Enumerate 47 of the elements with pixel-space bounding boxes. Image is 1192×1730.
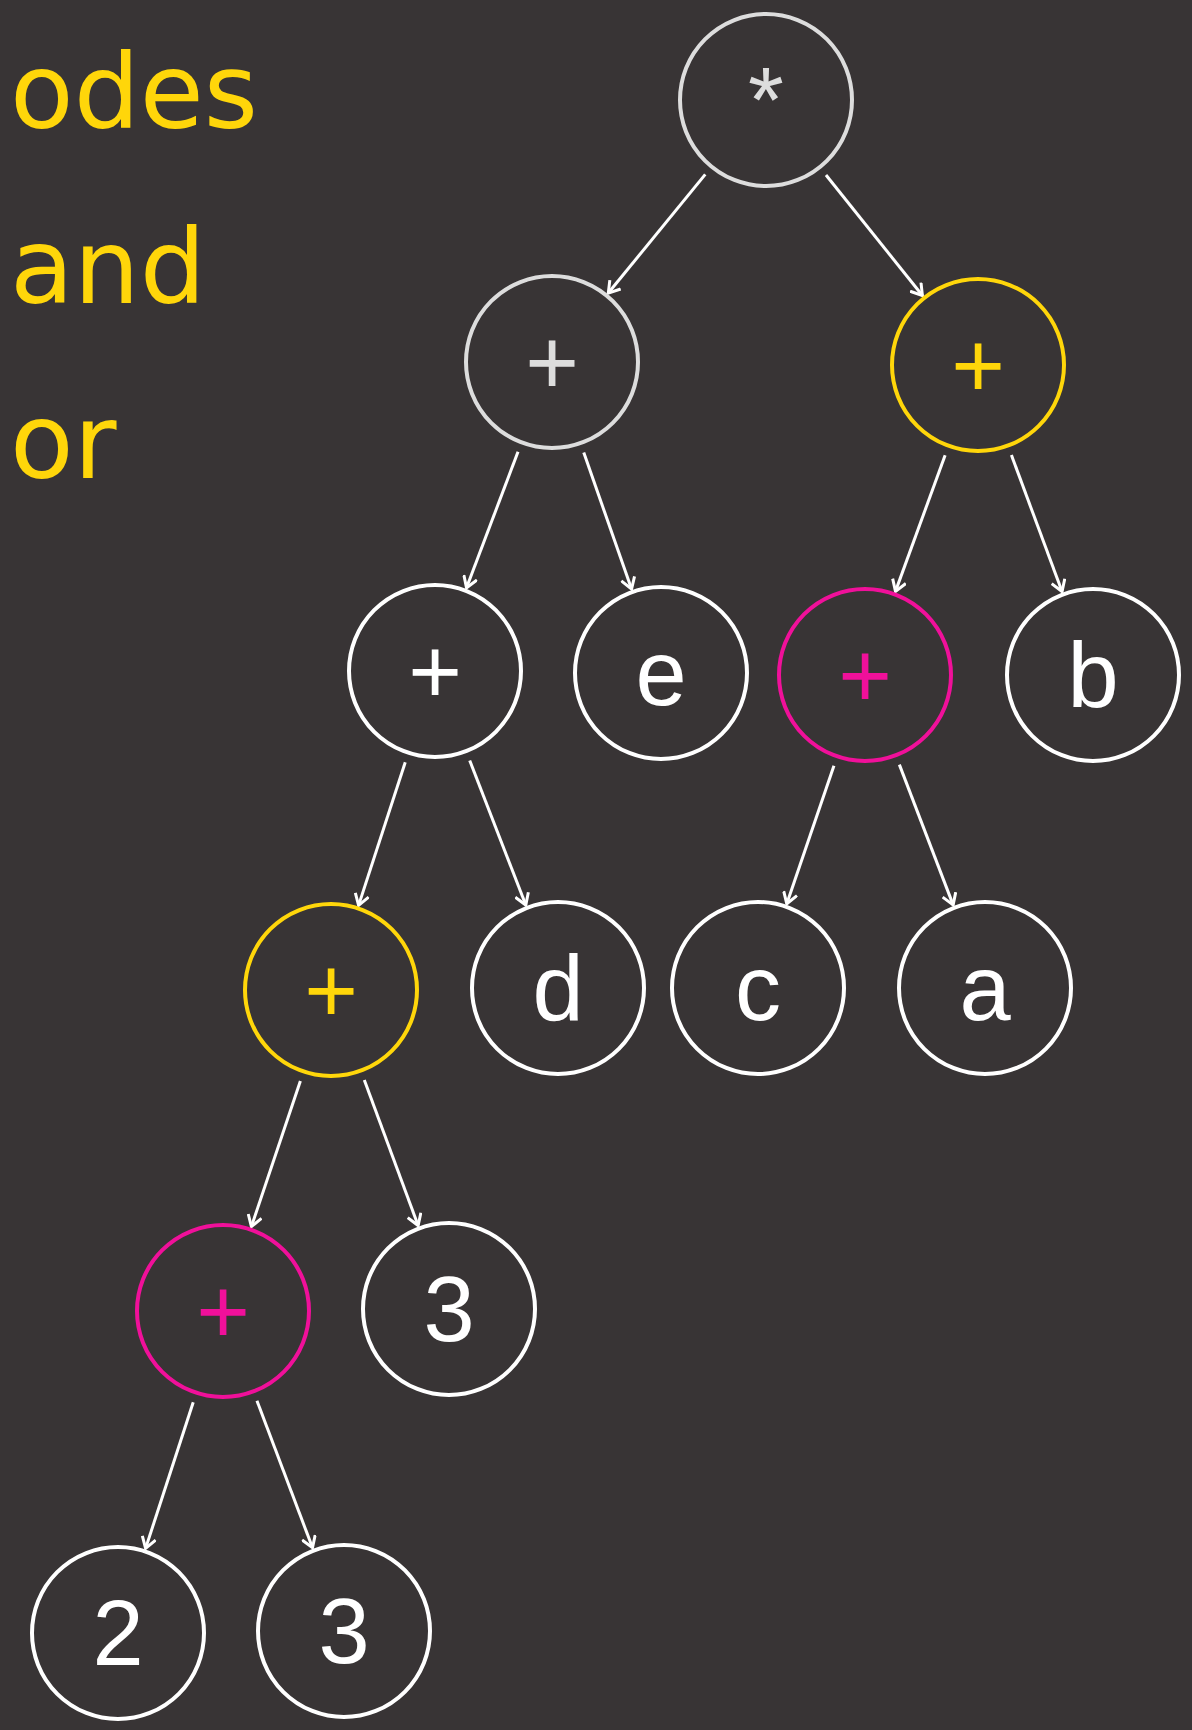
tree-node	[573, 585, 749, 761]
arrow	[362, 1079, 423, 1228]
arrow	[255, 1400, 317, 1550]
node-label: +	[196, 1265, 250, 1357]
tree-node	[30, 1545, 206, 1721]
tree-node	[464, 274, 640, 450]
arrow	[897, 764, 958, 907]
heading-text: or	[10, 380, 117, 505]
node-label: c	[735, 942, 781, 1034]
arrow	[353, 761, 407, 907]
heading-text: odes	[10, 30, 258, 155]
tree-node	[470, 900, 646, 1076]
node-label: *	[748, 54, 784, 146]
tree-node	[135, 1223, 311, 1399]
node-label: d	[532, 942, 584, 1034]
node-label: e	[635, 627, 687, 719]
arrow	[782, 765, 836, 906]
node-label: 3	[318, 1585, 370, 1677]
node-label: +	[951, 319, 1005, 411]
arrow	[891, 454, 947, 593]
arrow	[468, 759, 530, 907]
tree-node	[678, 12, 854, 188]
heading-text: and	[10, 205, 206, 330]
node-label: b	[1067, 629, 1119, 721]
tree-node	[243, 902, 419, 1078]
tree-node	[777, 587, 953, 763]
node-label: +	[304, 944, 358, 1036]
node-label: a	[959, 942, 1011, 1034]
node-label: 2	[92, 1587, 144, 1679]
arrow	[462, 451, 520, 590]
arrow	[140, 1401, 195, 1550]
arrow	[246, 1080, 302, 1229]
tree-node	[1005, 587, 1181, 763]
arrow	[582, 452, 637, 591]
node-label: +	[838, 629, 892, 721]
tree-node	[256, 1543, 432, 1719]
tree-node	[361, 1221, 537, 1397]
node-label: 3	[423, 1263, 475, 1355]
arrow	[1010, 454, 1067, 594]
tree-node	[670, 900, 846, 1076]
node-label: +	[525, 316, 579, 408]
tree-node	[890, 277, 1066, 453]
arrow	[606, 173, 707, 295]
arrow	[824, 174, 924, 297]
tree-node	[897, 900, 1073, 1076]
tree-node	[347, 583, 523, 759]
node-label: +	[408, 625, 462, 717]
